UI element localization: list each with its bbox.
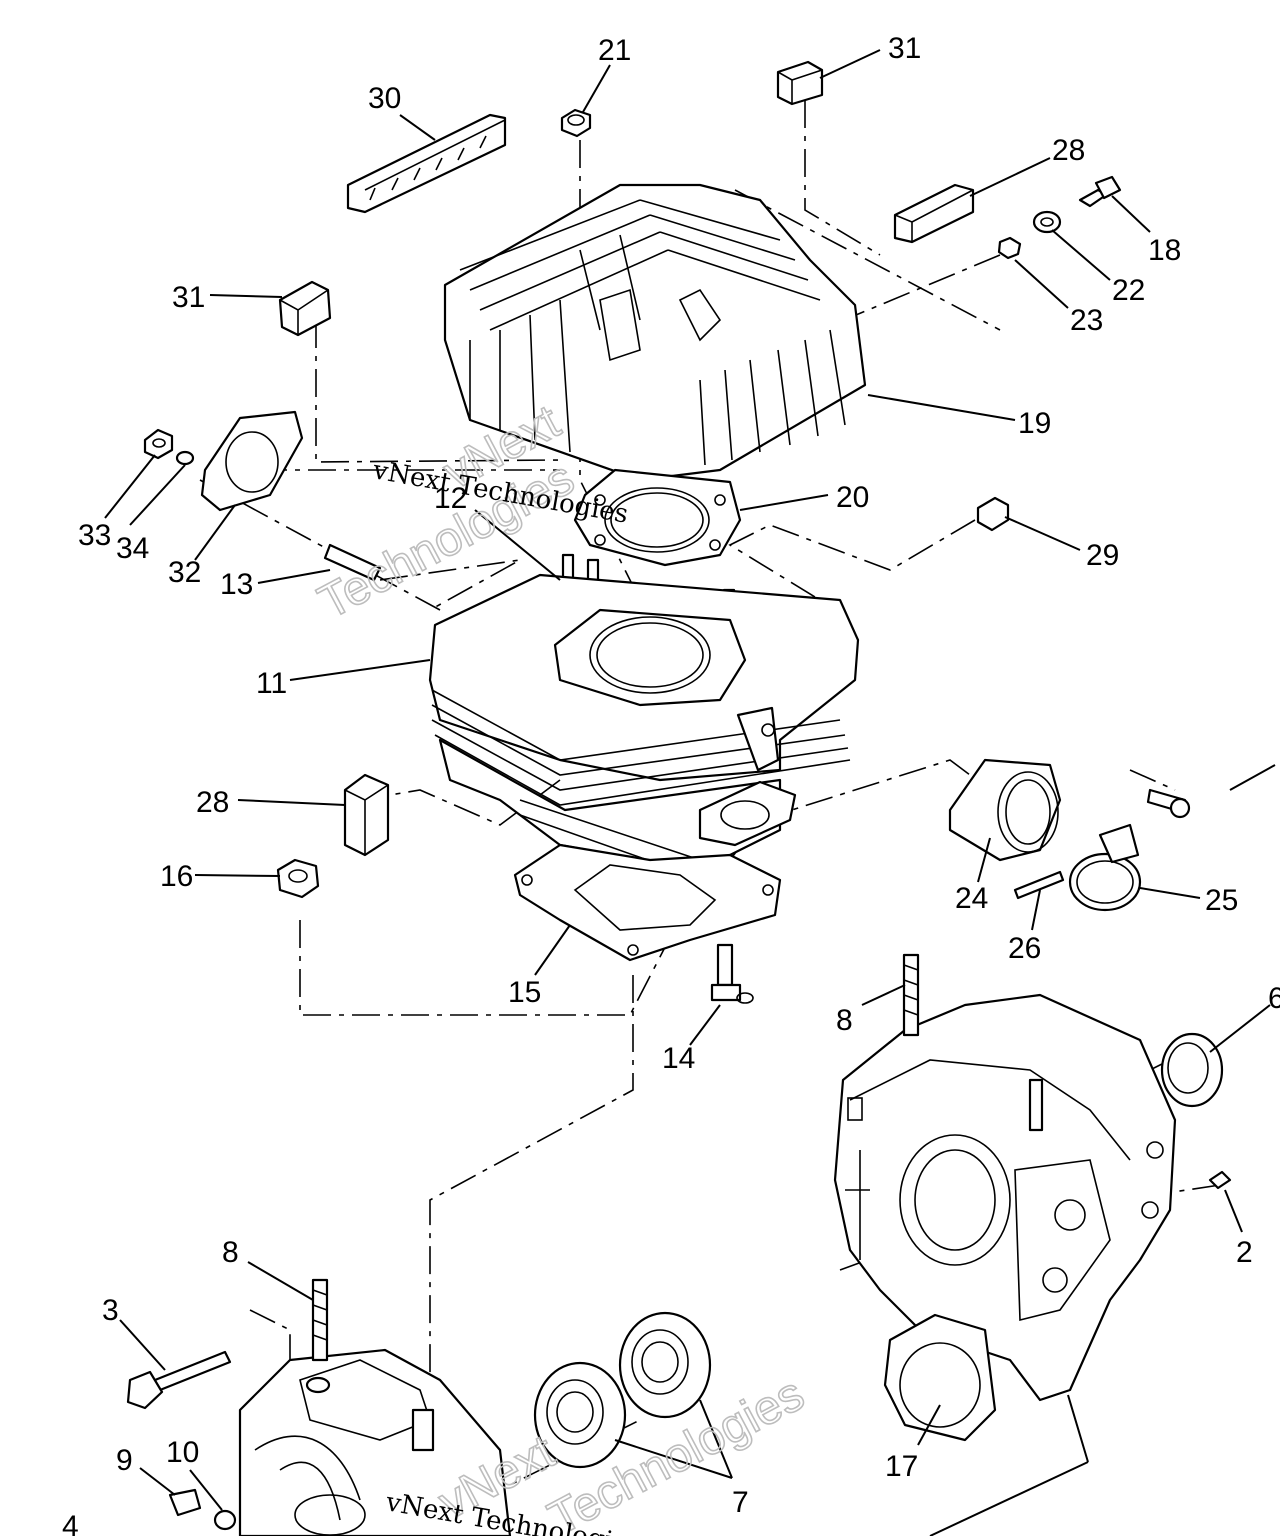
base-gasket xyxy=(513,843,782,962)
callout-15: 15 xyxy=(508,976,541,1009)
callout-2: 2 xyxy=(1236,1236,1253,1269)
right-small-parts xyxy=(883,953,1232,1442)
callout-23: 23 xyxy=(1070,304,1103,337)
head-small-parts xyxy=(143,60,1122,582)
callout-32: 32 xyxy=(168,556,201,589)
left-crankcase xyxy=(238,1348,512,1536)
exhaust-flange xyxy=(698,780,797,847)
callout-11: 11 xyxy=(256,667,287,700)
callout-26: 26 xyxy=(1008,932,1041,965)
callout-8-left: 8 xyxy=(222,1236,239,1269)
callout-9: 9 xyxy=(116,1444,133,1477)
callout-labels: 21 31 30 28 18 22 23 31 19 20 12 33 34 3… xyxy=(62,32,1280,1536)
callout-16: 16 xyxy=(160,860,193,893)
callout-19: 19 xyxy=(1018,407,1051,440)
callout-31-top: 31 xyxy=(888,32,921,65)
leader-lines xyxy=(104,49,1276,1536)
right-crankcase xyxy=(833,993,1177,1402)
callout-8-right: 8 xyxy=(836,1004,853,1037)
callout-10: 10 xyxy=(166,1436,199,1469)
callout-3: 3 xyxy=(102,1294,119,1327)
callout-7: 7 xyxy=(732,1486,749,1519)
callout-28-top: 28 xyxy=(1052,134,1085,167)
callout-14: 14 xyxy=(662,1042,695,1075)
temp-sensor xyxy=(710,943,754,1004)
callout-30: 30 xyxy=(368,82,401,115)
callout-13: 13 xyxy=(220,568,253,601)
callout-24: 24 xyxy=(955,882,988,915)
callout-12: 12 xyxy=(434,482,467,515)
callout-25: 25 xyxy=(1205,884,1238,917)
cylinder-head xyxy=(443,183,867,482)
left-small-parts xyxy=(126,1278,712,1531)
callout-6: 6 xyxy=(1268,982,1280,1015)
callout-20: 20 xyxy=(836,481,869,514)
callout-18: 18 xyxy=(1148,234,1181,267)
callout-21: 21 xyxy=(598,34,631,67)
cylinder xyxy=(428,573,860,876)
callout-33: 33 xyxy=(78,519,111,552)
callout-17: 17 xyxy=(885,1450,918,1483)
callout-29: 29 xyxy=(1086,539,1119,572)
head-gasket xyxy=(573,468,742,567)
callout-31-left: 31 xyxy=(172,281,205,314)
callout-34: 34 xyxy=(116,532,149,565)
cylinder-small-parts xyxy=(276,758,1191,912)
callout-4: 4 xyxy=(62,1510,79,1536)
callout-28-lower: 28 xyxy=(196,786,229,819)
callout-22: 22 xyxy=(1112,274,1145,307)
